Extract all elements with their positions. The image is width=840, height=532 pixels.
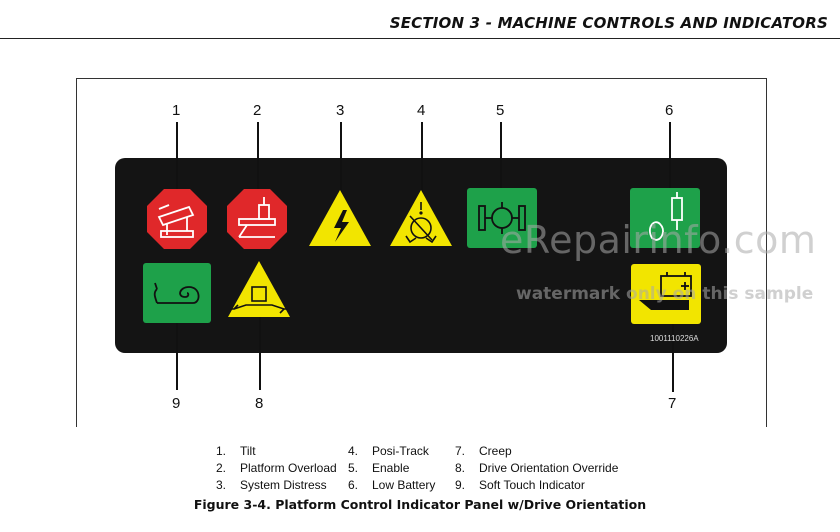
callout-2: 2 [253, 102, 262, 119]
platform-overload-icon [227, 189, 287, 249]
legend-item: 8.Drive Orientation Override [455, 461, 619, 475]
legend-item: 5.Enable [348, 461, 410, 475]
figure-caption: Figure 3-4. Platform Control Indicator P… [193, 497, 647, 512]
drive-orientation-override-icon [228, 261, 290, 317]
callout-4: 4 [417, 102, 426, 119]
legend-item: 9.Soft Touch Indicator [455, 478, 585, 492]
leader-line-3 [340, 122, 342, 227]
section-header: SECTION 3 - MACHINE CONTROLS AND INDICAT… [389, 14, 828, 32]
callout-5: 5 [496, 102, 505, 119]
legend-item: 4.Posi-Track [348, 444, 429, 458]
leader-line-5 [500, 122, 502, 204]
legend-column-1: 1.Tilt 2.Platform Overload 3.System Dist… [216, 443, 337, 494]
legend-item: 1.Tilt [216, 444, 256, 458]
legend-item: 6.Low Battery [348, 478, 436, 492]
leader-line-1 [176, 122, 178, 198]
header-rule [0, 38, 840, 39]
low-battery-icon [630, 188, 700, 248]
leader-line-8 [259, 298, 261, 390]
callout-3: 3 [336, 102, 345, 119]
leader-line-9 [176, 318, 178, 390]
part-number: 1001110226A [650, 334, 699, 343]
leader-line-7 [672, 302, 674, 392]
callout-9: 9 [172, 395, 181, 412]
callout-6: 6 [665, 102, 674, 119]
legend-column-3: 7.Creep 8.Drive Orientation Override 9.S… [455, 443, 618, 494]
callout-8: 8 [255, 395, 264, 412]
legend-column-2: 4.Posi-Track 5.Enable 6.Low Battery [348, 443, 435, 494]
leader-line-4 [421, 122, 423, 194]
soft-touch-indicator-icon [143, 263, 211, 323]
callout-7: 7 [668, 395, 677, 412]
legend-item: 3.System Distress [216, 478, 327, 492]
watermark-note: watermark only on this sample [516, 284, 814, 304]
system-distress-icon [309, 190, 371, 246]
enable-icon [467, 188, 537, 248]
legend-item: 2.Platform Overload [216, 461, 337, 475]
leader-line-6 [669, 122, 671, 204]
creep-icon [631, 264, 701, 324]
figure-frame [76, 78, 767, 427]
legend-item: 7.Creep [455, 444, 512, 458]
callout-1: 1 [172, 102, 181, 119]
posi-track-icon [390, 190, 452, 246]
watermark-site: eRepairinfo.com [500, 218, 817, 262]
tilt-icon [147, 189, 207, 249]
leader-line-2 [257, 122, 259, 208]
